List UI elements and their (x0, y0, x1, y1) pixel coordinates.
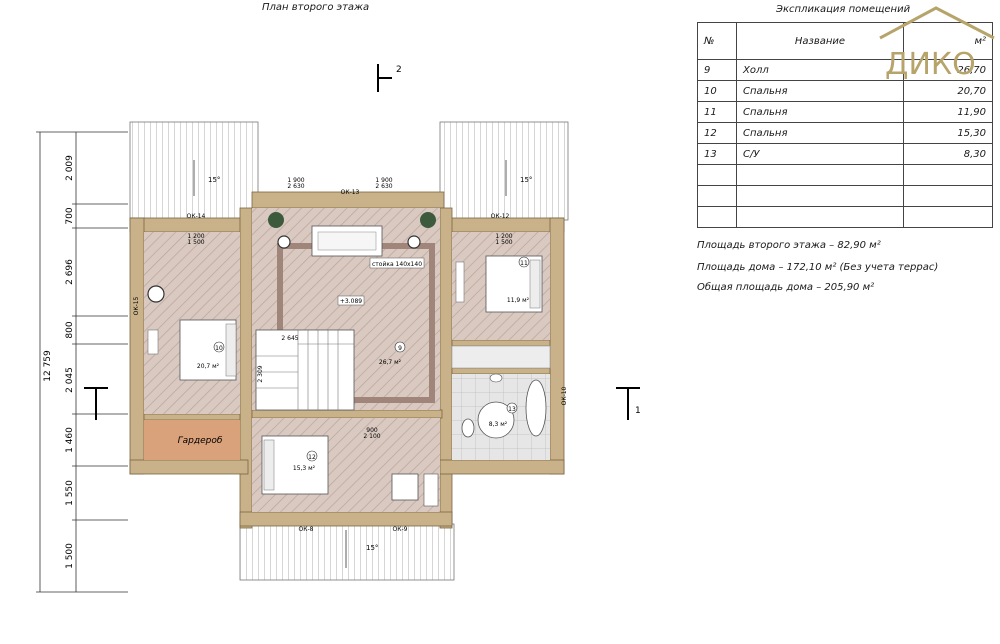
roof-slope-label: 15° (208, 176, 220, 184)
level-mark: +3.089 (340, 298, 362, 305)
table-row: 13 С/У 8,30 (697, 143, 993, 165)
bed-room-10-icon (179, 319, 237, 381)
desk-icon (391, 473, 419, 501)
wardrobe-label: Гардероб (178, 436, 223, 446)
section-2-label: 2 (396, 65, 402, 75)
toilet-icon (461, 418, 475, 438)
plant-icon (268, 212, 284, 228)
dim-seg: 700 (65, 207, 75, 224)
dim-overall: 12 759 (43, 350, 53, 382)
bath-counter (451, 345, 551, 369)
window-ok15: ОК-15 (133, 296, 140, 315)
dim-window: 1 500 (187, 239, 204, 246)
stove-icon (147, 285, 165, 303)
header-num: № (697, 22, 737, 60)
dim-door: 900 (366, 427, 378, 434)
dim-seg: 1 460 (65, 427, 75, 453)
room-12-number: 12 (308, 454, 316, 461)
explication-table: № Название м² 9 Холл 26,70 10 Спальня 20… (697, 22, 993, 228)
area-total: Общая площадь дома – 205,90 м² (697, 282, 875, 293)
window-ok10: ОК-10 (561, 386, 568, 405)
room-9-area: 26,7 м² (379, 359, 402, 366)
window-ok14: ОК-14 (187, 213, 206, 220)
table-row: 9 Холл 26,70 (697, 59, 993, 81)
dim-window: 2 630 (375, 183, 392, 190)
dim-seg: 1 550 (65, 480, 75, 506)
dim-window: 1 900 (287, 177, 304, 184)
terrace-bottom (239, 523, 455, 581)
stove-icon (407, 235, 421, 249)
section-1-label: 1 (635, 406, 641, 416)
dim-seg: 1 500 (65, 543, 75, 569)
room-11-number: 11 (520, 260, 528, 267)
bathtub-icon (525, 379, 547, 437)
column-note: стойка 140х140 (372, 261, 422, 268)
dim-window: 1 200 (187, 233, 204, 240)
stove-icon (277, 235, 291, 249)
dim-window: 1 200 (495, 233, 512, 240)
dim-window: 2 630 (287, 183, 304, 190)
area-house: Площадь дома – 172,10 м² (Без учета терр… (697, 262, 939, 273)
dim-door: 2 100 (363, 433, 380, 440)
plant-icon (420, 212, 436, 228)
room-10-area: 20,7 м² (197, 363, 220, 370)
explication-title: Экспликация помещений (776, 4, 911, 15)
nightstand-icon (147, 329, 159, 355)
plan-title: План второго этажа (262, 2, 370, 13)
nightstand-icon (455, 261, 465, 303)
logo: ДИКО (879, 6, 995, 82)
dim-window: 1 500 (495, 239, 512, 246)
table-row-empty (697, 206, 993, 228)
stair-dim: 2 309 (257, 365, 264, 382)
section-mark-2 (377, 64, 392, 92)
area-floor2: Площадь второго этажа – 82,90 м² (697, 240, 881, 251)
terrace-top-right (439, 121, 569, 221)
window-ok9: ОК-9 (393, 526, 408, 533)
vertical-dimension-chain (36, 131, 128, 593)
window-ok8: ОК-8 (299, 526, 314, 533)
dim-seg: 2 696 (65, 259, 75, 285)
section-mark-1-left (84, 387, 108, 420)
dim-window: 1 900 (375, 177, 392, 184)
shower-icon (477, 401, 515, 439)
room-9-number: 9 (398, 345, 402, 352)
bed-room-11-icon (485, 255, 543, 313)
logo-roof-icon (879, 6, 995, 40)
logo-text: ДИКО (885, 47, 976, 82)
bed-room-12-icon (261, 435, 329, 495)
staircase (255, 329, 355, 411)
dim-seg: 2 045 (65, 367, 75, 393)
wardrobe (144, 420, 240, 460)
room-13-area: 8,3 м² (489, 421, 508, 428)
table-row-empty (697, 164, 993, 186)
roof-slope-label: 15° (366, 544, 378, 552)
section-mark-1-right (616, 387, 640, 420)
sink-icon (489, 373, 503, 383)
room-10-number: 10 (215, 345, 223, 352)
room-11-area: 11,9 м² (507, 297, 530, 304)
window-ok13: ОК-13 (341, 189, 360, 196)
stair-dim: 2 645 (281, 335, 298, 342)
room-12-area: 15,3 м² (293, 465, 316, 472)
window-ok12: ОК-12 (491, 213, 510, 220)
room-13-number: 13 (508, 406, 516, 413)
wardrobe-unit-icon (423, 473, 439, 507)
dim-seg: 2 009 (65, 155, 75, 181)
dim-seg: 800 (65, 321, 75, 338)
roof-slope-label: 15° (520, 176, 532, 184)
table-row: 12 Спальня 15,30 (697, 122, 993, 144)
